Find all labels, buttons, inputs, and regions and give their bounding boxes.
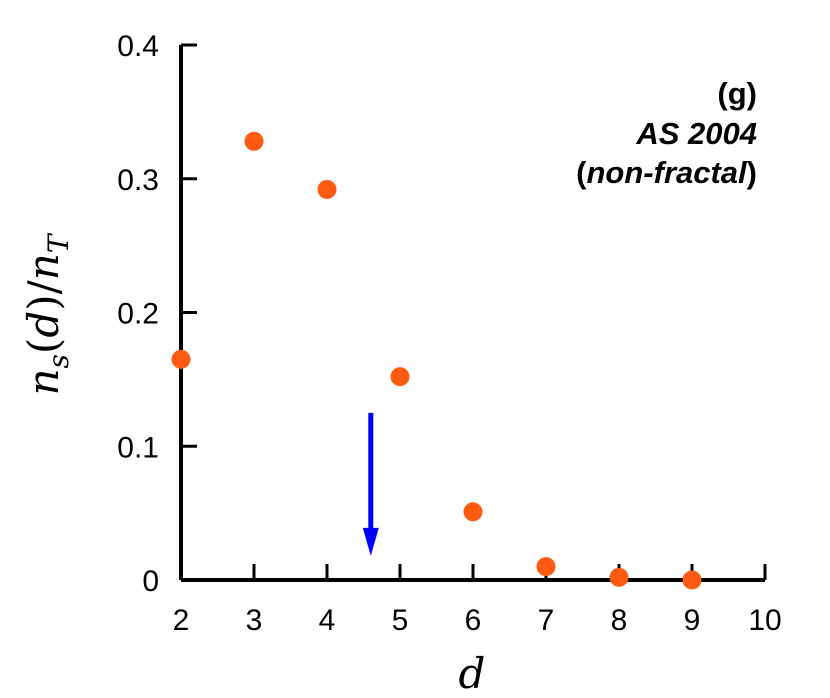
x-tick-label: 3 <box>246 604 263 637</box>
data-points <box>171 131 702 590</box>
y-tick-label: 0.2 <box>117 298 159 331</box>
x-tick-label: 4 <box>319 604 336 637</box>
y-tick-label: 0.3 <box>117 164 159 197</box>
data-point <box>317 179 337 199</box>
note-text: non-fractal <box>586 155 748 190</box>
y-tick-label: 0.1 <box>117 431 159 464</box>
data-point <box>244 131 264 151</box>
data-point <box>171 349 191 369</box>
x-tick-label: 9 <box>684 604 701 637</box>
y-tick-label: 0 <box>142 565 159 598</box>
data-point <box>536 557 556 577</box>
dataset-label: AS 2004 <box>635 116 757 151</box>
x-tick-label: 2 <box>173 604 190 637</box>
data-point <box>463 502 483 522</box>
note-open: ( <box>576 155 587 190</box>
x-ticks: 2 3 4 5 6 7 8 9 10 <box>173 564 782 637</box>
x-tick-label: 5 <box>392 604 409 637</box>
x-tick-label: 8 <box>611 604 628 637</box>
arrow-head <box>362 527 379 556</box>
arrow-indicator <box>362 412 379 556</box>
panel-label: (g) <box>717 76 757 111</box>
data-point <box>682 570 702 590</box>
y-axis-label: ns(d)/nT <box>19 232 75 395</box>
data-point <box>390 367 410 387</box>
note-label: (non-fractal) <box>576 155 757 190</box>
y-tick-label: 0.4 <box>117 30 159 63</box>
x-tick-label: 7 <box>538 604 555 637</box>
y-ticks: 0 0.1 0.2 0.3 0.4 <box>117 30 197 598</box>
note-close: ) <box>747 155 757 190</box>
x-tick-label: 6 <box>465 604 482 637</box>
x-tick-label: 10 <box>748 604 781 637</box>
x-axis-label: d <box>459 649 486 698</box>
data-point <box>609 567 629 587</box>
